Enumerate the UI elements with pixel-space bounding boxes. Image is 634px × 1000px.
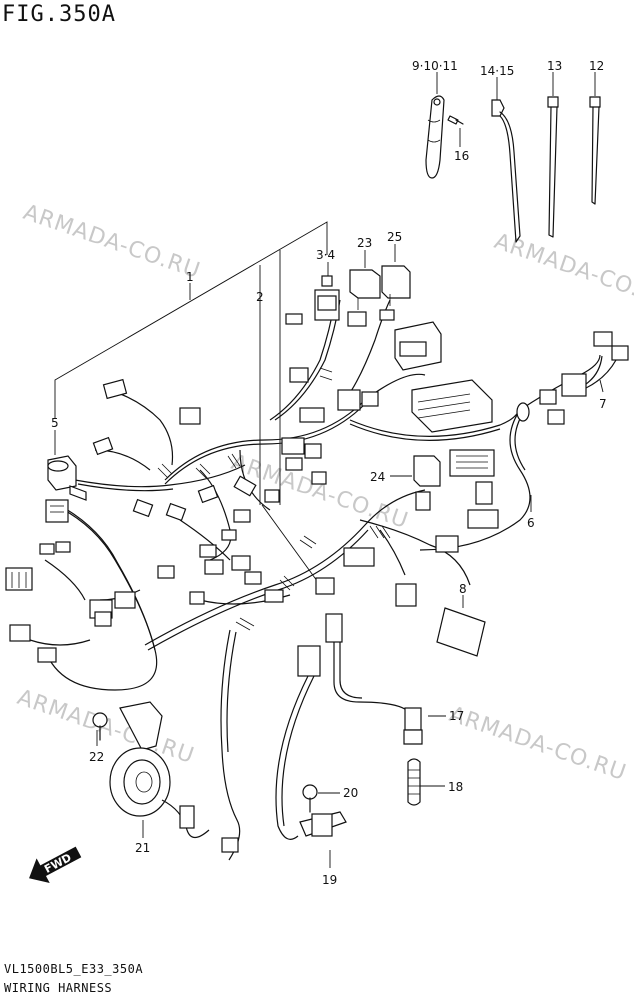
callout-17: 17 — [449, 709, 464, 723]
callout-21: 21 — [135, 841, 150, 855]
clamp-9-10-11 — [425, 95, 445, 179]
callout-5: 5 — [51, 416, 59, 430]
fwd-label: FWD — [42, 851, 74, 876]
watermark-text: ARMADA-CO.RU — [228, 450, 412, 534]
watermark-text: ARMADA-CO.RU — [20, 200, 204, 284]
callout-22: 22 — [89, 750, 104, 764]
model-code: VL1500BL5_E33_350A — [4, 962, 144, 976]
screw-16 — [447, 115, 464, 125]
callout-13: 13 — [547, 59, 562, 73]
callout-18: 18 — [448, 780, 463, 794]
tie-13 — [547, 96, 559, 238]
callout-2: 2 — [256, 290, 264, 304]
callout-3-4: 3·4 — [316, 248, 335, 262]
tie-14-15 — [491, 99, 521, 243]
callout-6: 6 — [527, 516, 535, 530]
callout-12: 12 — [589, 59, 604, 73]
tie-12 — [589, 96, 601, 205]
horn-21 — [109, 701, 239, 853]
harness-connectors — [5, 265, 629, 663]
forward-arrow-badge: FWD — [29, 846, 82, 884]
watermarks: ARMADA-CO.RU ARMADA-CO.RU ARMADA-CO.RU A… — [14, 200, 634, 786]
leader-lines — [54, 72, 604, 868]
callout-14-15: 14·15 — [480, 64, 514, 78]
callout-19: 19 — [322, 873, 337, 887]
figure-name: WIRING HARNESS — [4, 981, 113, 995]
watermark-text: ARMADA-CO.RU — [491, 229, 634, 313]
bolt-22 — [92, 712, 108, 741]
label-sheet-8 — [436, 607, 486, 657]
figure-title: FIG.350A — [2, 2, 116, 27]
sensor-lead-17-18 — [325, 613, 423, 806]
callout-25: 25 — [387, 230, 402, 244]
callout-labels: 1 2 3·4 5 6 7 8 9·10·11 12 13 14·15 16 1… — [51, 59, 607, 887]
callout-1: 1 — [186, 270, 194, 284]
callout-8: 8 — [459, 582, 467, 596]
sensor-bracket-19-20 — [275, 645, 347, 840]
callout-9-10-11: 9·10·11 — [412, 59, 458, 73]
callout-20: 20 — [343, 786, 358, 800]
callout-23: 23 — [357, 236, 372, 250]
watermark-text: ARMADA-CO.RU — [446, 702, 630, 786]
callout-16: 16 — [454, 149, 469, 163]
callout-24: 24 — [370, 470, 385, 484]
callout-7: 7 — [599, 397, 607, 411]
watermark-text: ARMADA-CO.RU — [14, 685, 198, 769]
harness-bands — [157, 367, 391, 631]
